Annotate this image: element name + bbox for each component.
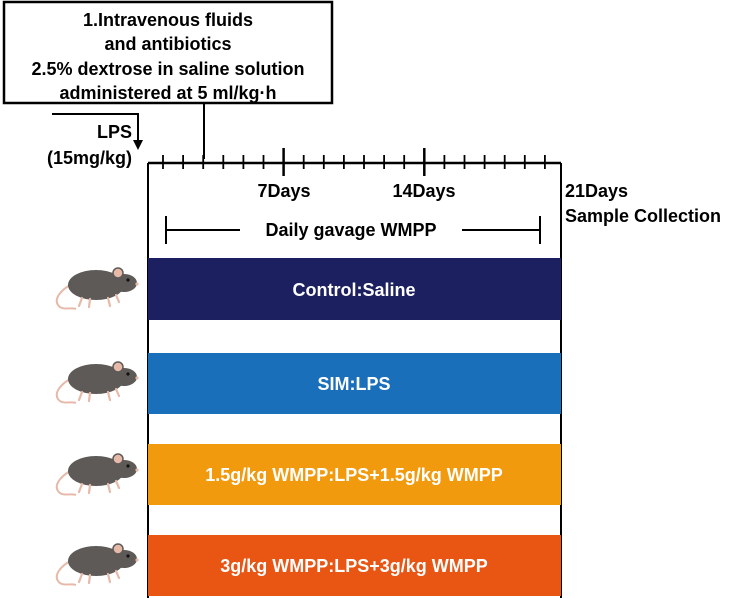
- timeline-ticks: [162, 148, 546, 176]
- sample-collection-label: Sample Collection: [565, 206, 721, 226]
- note-box: 1.Intravenous fluids and antibiotics 2.5…: [2, 0, 334, 105]
- day-21-label: 21Days: [565, 181, 628, 201]
- group-label-sim: SIM:LPS: [317, 374, 390, 394]
- note-line-3: 2.5% dextrose in saline solution: [31, 59, 304, 79]
- group-bar-sim: SIM:LPS: [148, 353, 561, 414]
- lps-dose-label: (15mg/kg): [47, 148, 132, 168]
- group-bar-wmpp-low: 1.5g/kg WMPP:LPS+1.5g/kg WMPP: [148, 444, 561, 505]
- lps-arrow: [52, 113, 143, 150]
- group-label-wmpp-low: 1.5g/kg WMPP:LPS+1.5g/kg WMPP: [205, 465, 503, 485]
- mouse-icon: [55, 542, 140, 587]
- group-bar-control: Control:Saline: [148, 258, 561, 320]
- mouse-icon: [55, 452, 140, 497]
- group-label-wmpp-high: 3g/kg WMPP:LPS+3g/kg WMPP: [220, 556, 488, 576]
- note-line-2: and antibiotics: [104, 34, 231, 54]
- group-label-control: Control:Saline: [292, 280, 415, 300]
- gavage-bracket: [165, 216, 541, 244]
- note-line-4: administered at 5 ml/kg·h: [59, 83, 276, 103]
- day-14-label: 14Days: [392, 181, 455, 201]
- group-bar-wmpp-high: 3g/kg WMPP:LPS+3g/kg WMPP: [148, 535, 561, 596]
- day-7-label: 7Days: [257, 181, 310, 201]
- mouse-icon: [55, 266, 140, 311]
- gavage-label: Daily gavage WMPP: [265, 220, 436, 240]
- mouse-icon: [55, 360, 140, 405]
- note-line-1: 1.Intravenous fluids: [83, 10, 253, 30]
- lps-label: LPS: [97, 122, 132, 142]
